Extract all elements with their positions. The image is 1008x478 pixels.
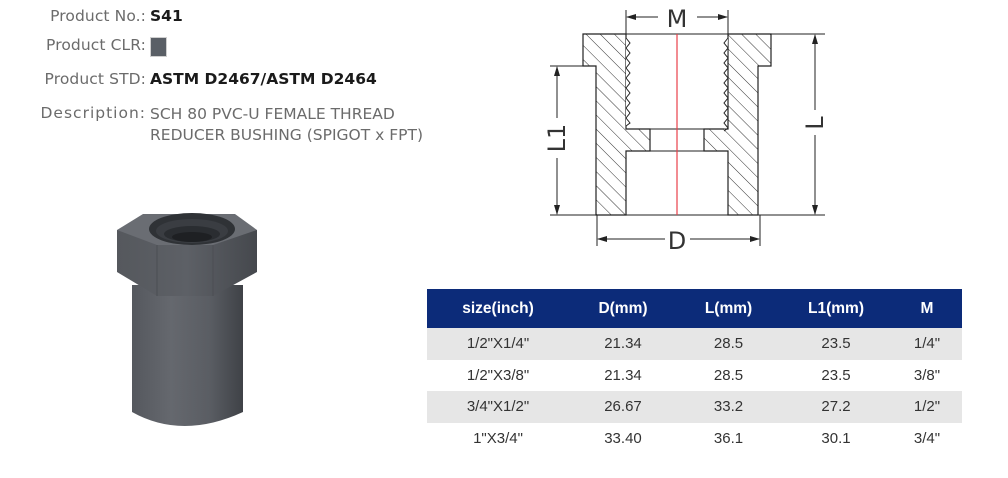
product-description-value: SCH 80 PVC-U FEMALE THREAD REDUCER BUSHI… bbox=[150, 104, 423, 146]
col-header-size: size(inch) bbox=[427, 289, 569, 328]
product-number-row: Product No.: S41 bbox=[0, 7, 183, 25]
product-color-label: Product CLR: bbox=[46, 36, 146, 54]
cell-size: 3/4"X1/2" bbox=[427, 391, 569, 423]
dim-label-d: D bbox=[668, 227, 686, 250]
product-color-swatch bbox=[150, 37, 167, 57]
description-line-1: SCH 80 PVC-U FEMALE THREAD bbox=[150, 105, 395, 123]
cell-d: 21.34 bbox=[569, 359, 677, 391]
cell-l: 36.1 bbox=[677, 422, 780, 454]
spec-table: size(inch) D(mm) L(mm) L1(mm) M 1/2"X1/4… bbox=[427, 289, 962, 454]
cell-m: 3/8" bbox=[892, 359, 962, 391]
product-description-row: Description: SCH 80 PVC-U FEMALE THREAD … bbox=[0, 104, 424, 146]
cell-d: 33.40 bbox=[569, 422, 677, 454]
cell-size: 1/2"X1/4" bbox=[427, 328, 569, 360]
col-header-l1: L1(mm) bbox=[780, 289, 892, 328]
table-header-row: size(inch) D(mm) L(mm) L1(mm) M bbox=[427, 289, 962, 328]
cell-l1: 23.5 bbox=[780, 328, 892, 360]
product-std-row: Product STD: ASTM D2467/ASTM D2464 bbox=[0, 70, 377, 88]
product-number-value: S41 bbox=[150, 7, 183, 25]
dim-label-m: M bbox=[667, 5, 688, 33]
table-row: 1"X3/4" 33.40 36.1 30.1 3/4" bbox=[427, 422, 962, 454]
cell-d: 21.34 bbox=[569, 328, 677, 360]
product-std-value: ASTM D2467/ASTM D2464 bbox=[150, 70, 377, 88]
product-photo bbox=[105, 200, 275, 450]
product-description-label: Description: bbox=[40, 104, 146, 122]
cell-m: 1/2" bbox=[892, 391, 962, 423]
table-row: 1/2"X3/8" 21.34 28.5 23.5 3/8" bbox=[427, 359, 962, 391]
technical-drawing: M D L L1 bbox=[540, 0, 840, 255]
cell-d: 26.67 bbox=[569, 391, 677, 423]
cell-l: 28.5 bbox=[677, 328, 780, 360]
col-header-l: L(mm) bbox=[677, 289, 780, 328]
dim-label-l: L bbox=[801, 116, 829, 130]
table-row: 1/2"X1/4" 21.34 28.5 23.5 1/4" bbox=[427, 328, 962, 360]
cell-l: 33.2 bbox=[677, 391, 780, 423]
description-line-2: REDUCER BUSHING (SPIGOT x FPT) bbox=[150, 126, 424, 144]
cell-l1: 27.2 bbox=[780, 391, 892, 423]
cell-l1: 23.5 bbox=[780, 359, 892, 391]
product-std-label: Product STD: bbox=[44, 70, 146, 88]
cell-m: 1/4" bbox=[892, 328, 962, 360]
product-number-label: Product No.: bbox=[50, 7, 146, 25]
table-row: 3/4"X1/2" 26.67 33.2 27.2 1/2" bbox=[427, 391, 962, 423]
cell-l: 28.5 bbox=[677, 359, 780, 391]
cell-m: 3/4" bbox=[892, 422, 962, 454]
product-color-row: Product CLR: bbox=[0, 36, 167, 57]
cell-l1: 30.1 bbox=[780, 422, 892, 454]
dim-label-l1: L1 bbox=[543, 124, 571, 153]
col-header-d: D(mm) bbox=[569, 289, 677, 328]
cell-size: 1"X3/4" bbox=[427, 422, 569, 454]
cell-size: 1/2"X3/8" bbox=[427, 359, 569, 391]
col-header-m: M bbox=[892, 289, 962, 328]
